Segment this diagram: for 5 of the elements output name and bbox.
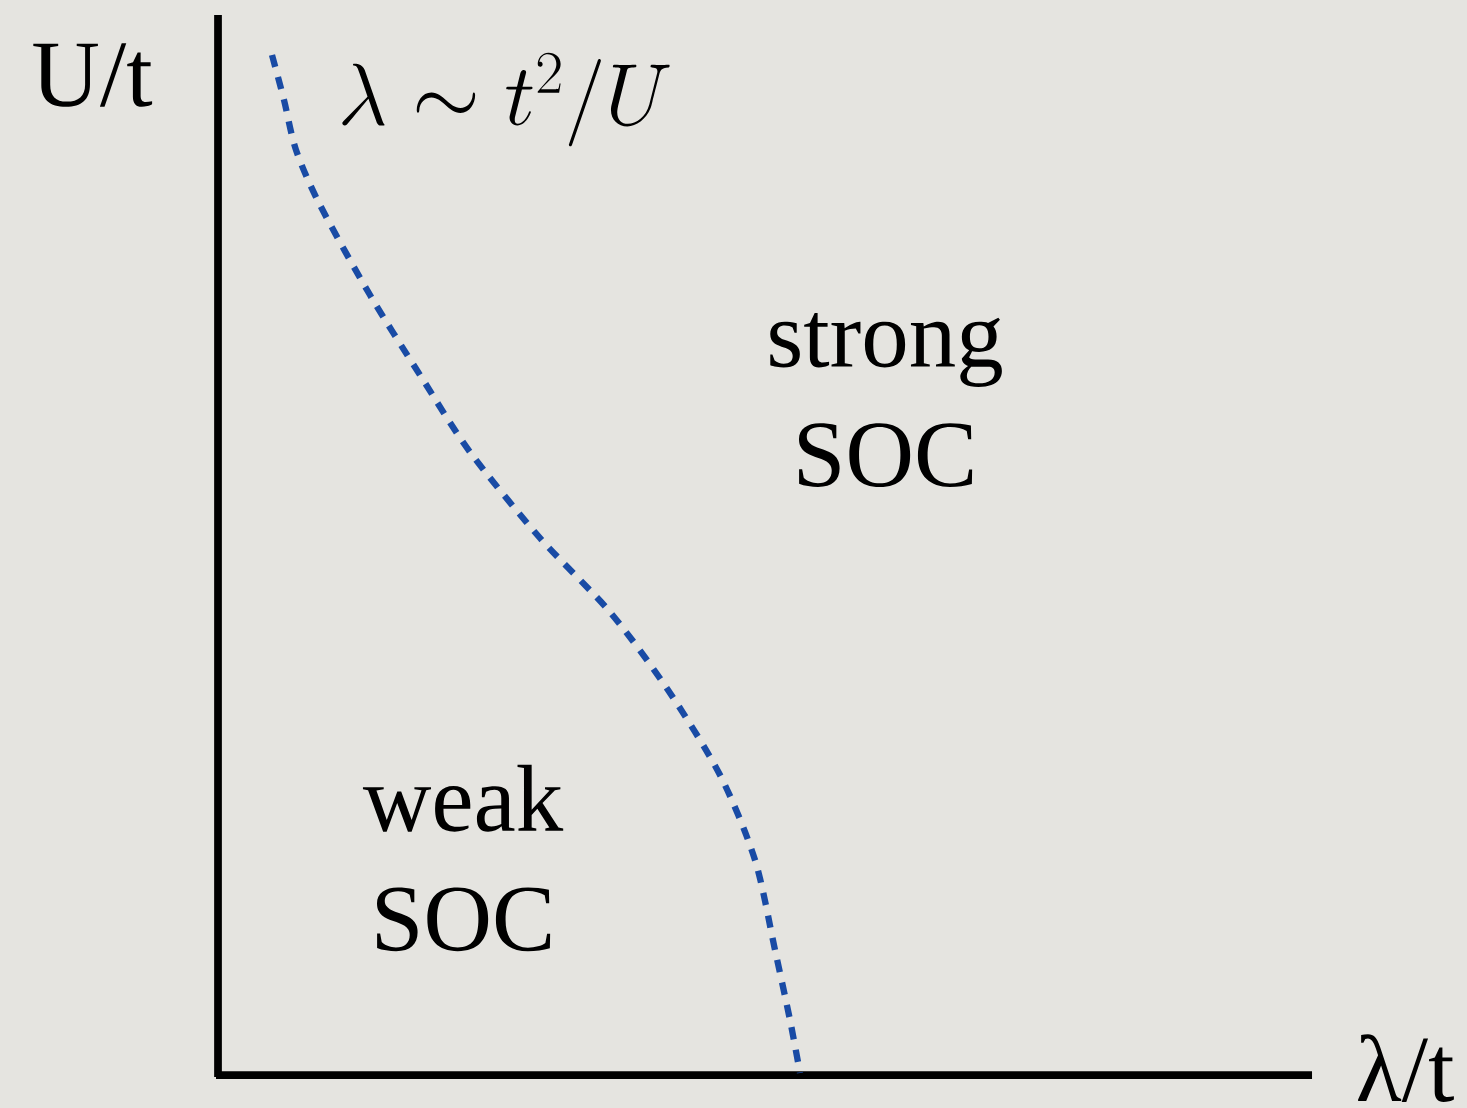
region-label: strong SOC <box>770 313 1002 487</box>
axis-label: U/t <box>33 43 153 107</box>
region-label: weak SOC <box>362 764 564 952</box>
formula-label: $\lambda \sim t^2/U$ <box>342 52 670 147</box>
axis-label: λ/t <box>1358 1034 1454 1102</box>
